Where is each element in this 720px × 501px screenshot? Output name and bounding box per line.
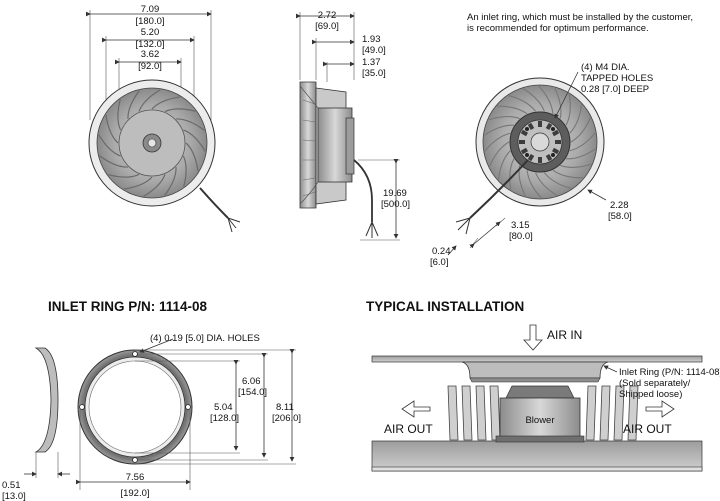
- front-wheel-dia: 5.20: [141, 27, 160, 38]
- front-hub-dia-mm: [92.0]: [138, 61, 162, 72]
- ring-note-line1: Inlet Ring (P/N: 1114-08): [619, 367, 720, 378]
- rear-r3: 0.24: [432, 246, 451, 257]
- air-out-right-label: AIR OUT: [623, 422, 672, 436]
- ring-outer-dia-mm: [206.0]: [272, 413, 301, 424]
- rear-r1: 2.28: [610, 200, 629, 211]
- rear-r1-mm: [58.0]: [608, 211, 632, 222]
- side-d2-mm: [49.0]: [362, 45, 386, 56]
- side-depth-mm: [69.0]: [315, 21, 339, 32]
- ring-note-line2: (Sold separately/: [619, 378, 691, 389]
- side-d3: 1.37: [362, 57, 381, 68]
- inlet-ring-title: INLET RING P/N: 1114-08: [48, 299, 208, 314]
- ring-inner-dia-mm: [128.0]: [210, 413, 239, 424]
- blower-label: Blower: [525, 415, 554, 426]
- side-depth: 2.72: [318, 10, 337, 21]
- rear-holes-line1: (4) M4 DIA.: [581, 62, 630, 73]
- inlet-ring-drawing: 0.51 [13.0] (4) 0.19 [5.0] DIA. HOLES 5.…: [2, 333, 301, 501]
- rear-r3-mm: [6.0]: [430, 257, 449, 268]
- side-d3-mm: [35.0]: [362, 68, 386, 79]
- ring-bolt-dia-mm: [154.0]: [238, 387, 267, 398]
- ring-thickness-mm: [13.0]: [2, 491, 26, 501]
- front-overall-dia: 7.09: [141, 4, 160, 15]
- ring-width-mm: [192.0]: [120, 488, 149, 499]
- side-d2: 1.93: [362, 34, 381, 45]
- air-in-label: AIR IN: [547, 328, 582, 342]
- installation-drawing: AIR IN Blower AIR OUT AIR OUT Inlet Ring…: [371, 324, 720, 472]
- rear-view: (4) M4 DIA. TAPPED HOLES 0.28 [7.0] DEEP…: [430, 62, 653, 268]
- front-overall-dia-mm: [180.0]: [135, 16, 164, 27]
- ring-inner-dia: 5.04: [214, 402, 233, 413]
- rear-holes-line3: 0.28 [7.0] DEEP: [581, 84, 649, 95]
- installation-title: TYPICAL INSTALLATION: [366, 299, 524, 314]
- front-view: 7.09 [180.0] 5.20 [132.0] 3.62 [92.0]: [86, 4, 241, 233]
- rear-holes-line2: TAPPED HOLES: [581, 73, 653, 84]
- front-wheel-dia-mm: [132.0]: [135, 39, 164, 50]
- ring-outer-dia: 8.11: [276, 402, 294, 413]
- inlet-ring-note-line1: An inlet ring, which must be installed b…: [467, 12, 693, 23]
- side-lead-mm: [500.0]: [381, 199, 410, 210]
- ring-note-line3: Shipped loose): [619, 389, 682, 400]
- ring-holes-label: (4) 0.19 [5.0] DIA. HOLES: [150, 333, 260, 344]
- ring-thickness: 0.51: [2, 480, 21, 491]
- ring-bolt-dia: 6.06: [242, 376, 261, 387]
- rear-r2-mm: [80.0]: [509, 231, 533, 242]
- inlet-ring-note-line2: is recommended for optimum performance.: [467, 23, 649, 34]
- side-lead: 19.69: [383, 188, 407, 199]
- air-out-left-label: AIR OUT: [384, 422, 433, 436]
- front-hub-dia: 3.62: [141, 49, 160, 60]
- ring-width: 7.56: [126, 472, 145, 483]
- side-view: 2.72 [69.0] 1.93 [49.0] 1.37 [35.0] 19.6…: [296, 10, 410, 241]
- rear-r2: 3.15: [511, 220, 530, 231]
